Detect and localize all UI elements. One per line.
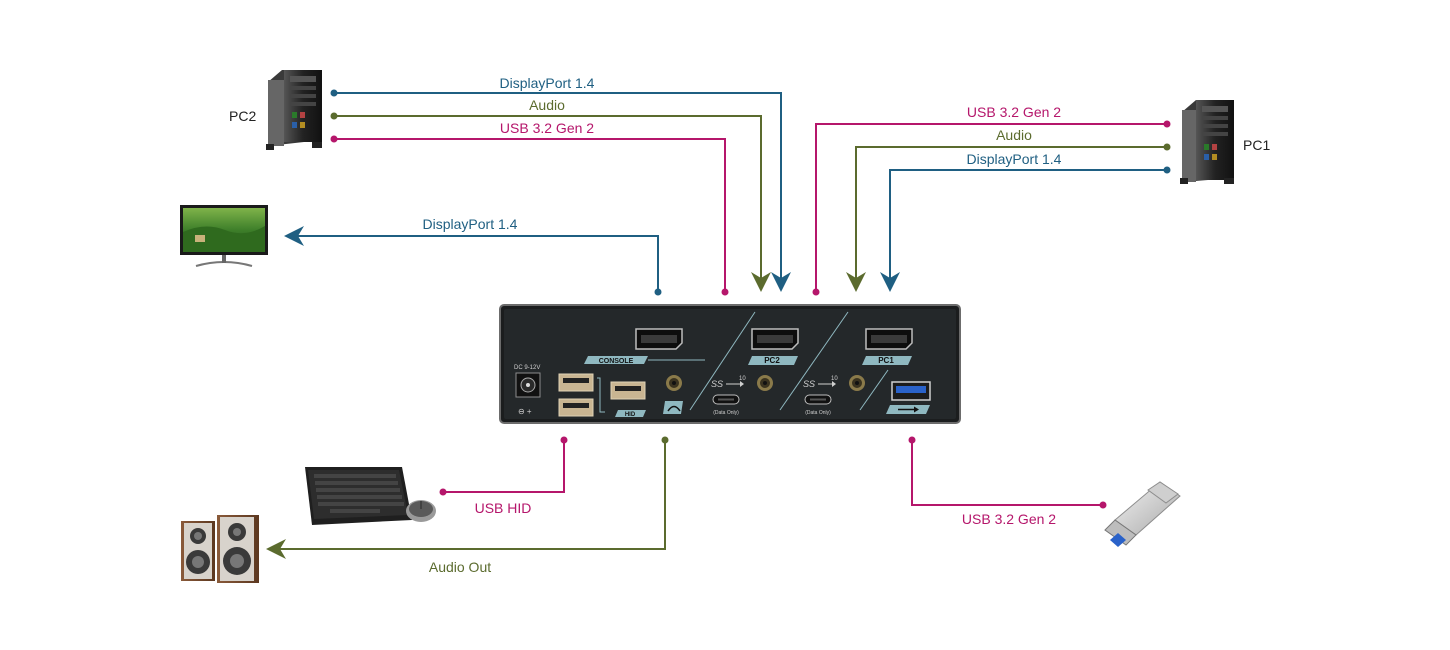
pc1-tower-icon xyxy=(1180,100,1234,184)
pc2-displayport-label: DisplayPort 1.4 xyxy=(500,75,595,91)
audio-out-label: Audio Out xyxy=(429,559,491,575)
pc1-displayport-label: DisplayPort 1.4 xyxy=(967,151,1062,167)
monitor-displayport-label: DisplayPort 1.4 xyxy=(423,216,518,232)
pc1-usb-c-port xyxy=(804,394,832,405)
speakers-icon xyxy=(181,515,259,583)
usb-3-2-port xyxy=(891,381,931,401)
kvm-switch: CONSOLE PC2 PC1 DC 9-12V ⊖ + xyxy=(499,304,961,424)
monitor-icon xyxy=(180,205,268,267)
pc2-audio-line xyxy=(330,112,771,292)
usb-ss-symbol-icon xyxy=(898,406,919,413)
pc2-audio-jack xyxy=(757,375,773,391)
console-section-label: CONSOLE xyxy=(599,358,634,365)
console-audio-jack xyxy=(666,375,682,391)
pc2-audio-label: Audio xyxy=(529,97,565,113)
dc-power-jack xyxy=(515,372,541,398)
pc1-usb-symbol-icon xyxy=(818,381,836,387)
pc1-superspeed-label: SS xyxy=(803,379,815,389)
pc1-audio-jack xyxy=(849,375,865,391)
keyboard-mouse-icon xyxy=(305,467,436,525)
pc2-usb-symbol-icon xyxy=(726,381,744,387)
pc1-usb-line xyxy=(812,120,1171,296)
audio-out-line xyxy=(266,436,669,559)
pc1-superspeed-10-label: 10 xyxy=(831,376,838,382)
usb-drive-label: USB 3.2 Gen 2 xyxy=(962,511,1056,527)
dc-polarity-icon: ⊖ + xyxy=(518,407,532,416)
pc2-tower-icon xyxy=(266,70,322,150)
console-displayport-port xyxy=(635,328,683,350)
pc2-data-only-label: (Data Only) xyxy=(713,410,739,416)
pc1-section-label: PC1 xyxy=(878,356,894,365)
pc1-audio-label: Audio xyxy=(996,127,1032,143)
pc2-displayport-line xyxy=(330,89,791,292)
pc2-usb-line xyxy=(330,135,729,296)
pc2-section-label: PC2 xyxy=(764,356,780,365)
dc-power-label: DC 9-12V xyxy=(514,365,540,371)
hid-label: HID xyxy=(625,412,636,418)
monitor-displayport-line xyxy=(284,226,662,296)
pc1-displayport-line xyxy=(880,166,1171,292)
usb-drive-line xyxy=(908,436,1107,509)
pc2-usb-c-port xyxy=(712,394,740,405)
pc2-displayport-port xyxy=(751,328,799,350)
usb-hid-line xyxy=(439,436,568,496)
pc1-displayport-port xyxy=(865,328,913,350)
svg-text:⊖ +: ⊖ + xyxy=(518,407,532,416)
pc1-usb-label: USB 3.2 Gen 2 xyxy=(967,104,1061,120)
pc2-label: PC2 xyxy=(229,108,256,124)
pc1-data-only-label: (Data Only) xyxy=(805,410,831,416)
usb-hid-port-side xyxy=(610,381,646,400)
usb-hid-label: USB HID xyxy=(475,500,532,516)
pc2-usb-label: USB 3.2 Gen 2 xyxy=(500,120,594,136)
headphone-icon xyxy=(667,405,681,412)
usb-hid-port-top xyxy=(558,373,594,392)
usb-hid-port-bottom xyxy=(558,398,594,417)
usb-drive-icon xyxy=(1104,481,1181,547)
pc2-superspeed-label: SS xyxy=(711,379,723,389)
pc1-label: PC1 xyxy=(1243,137,1270,153)
pc1-audio-line xyxy=(846,143,1171,292)
pc2-superspeed-10-label: 10 xyxy=(739,376,746,382)
